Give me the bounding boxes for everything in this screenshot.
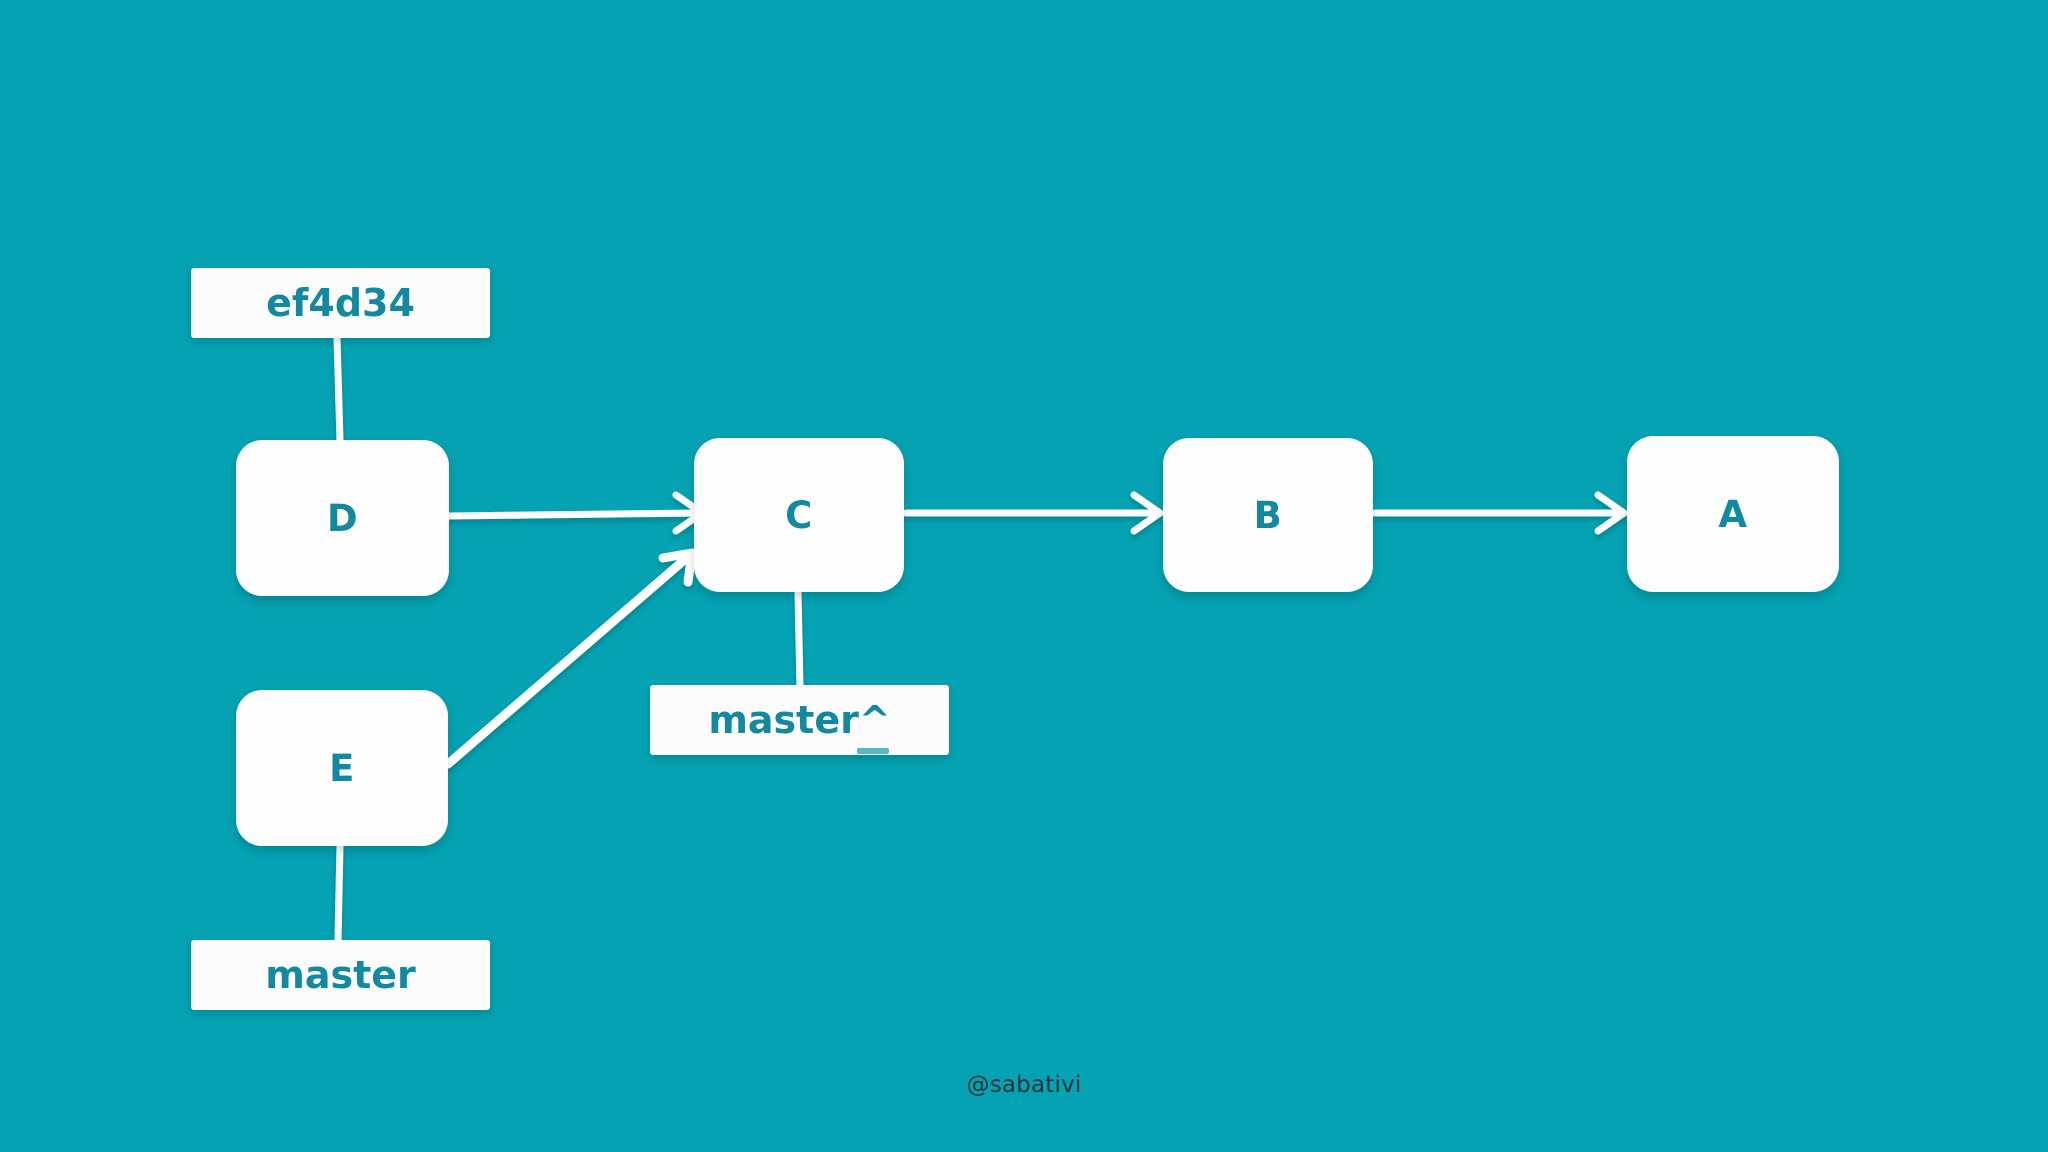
ref-label-text-master: master [265,953,416,997]
watermark: @sabativi [966,1072,1082,1098]
commit-node-d[interactable]: D [236,440,449,596]
commit-node-c[interactable]: C [694,438,904,592]
ref-label-master-caret[interactable]: master^ [650,685,949,755]
commit-label-b: B [1253,493,1283,537]
ref-label-ef4d34[interactable]: ef4d34 [191,268,490,338]
ref-label-text-ef4d34: ef4d34 [266,281,415,325]
connector-master-caret-to-c [794,588,804,692]
connector-master-to-e [334,842,344,944]
commit-node-b[interactable]: B [1163,438,1373,592]
ref-label-text-master-caret: master^ [708,698,891,754]
ref-label-master[interactable]: master [191,940,490,1010]
commit-label-d: D [326,496,359,540]
commit-label-c: C [785,493,813,537]
arrow-d-to-c [445,491,706,535]
arrow-b-to-a [1371,491,1628,535]
commit-label-a: A [1718,492,1748,536]
connector-ef4d34-to-d [333,334,344,444]
commit-label-e: E [329,746,355,790]
commit-node-e[interactable]: E [236,690,448,846]
commit-node-a[interactable]: A [1627,436,1839,592]
arrow-c-to-b [902,491,1164,535]
